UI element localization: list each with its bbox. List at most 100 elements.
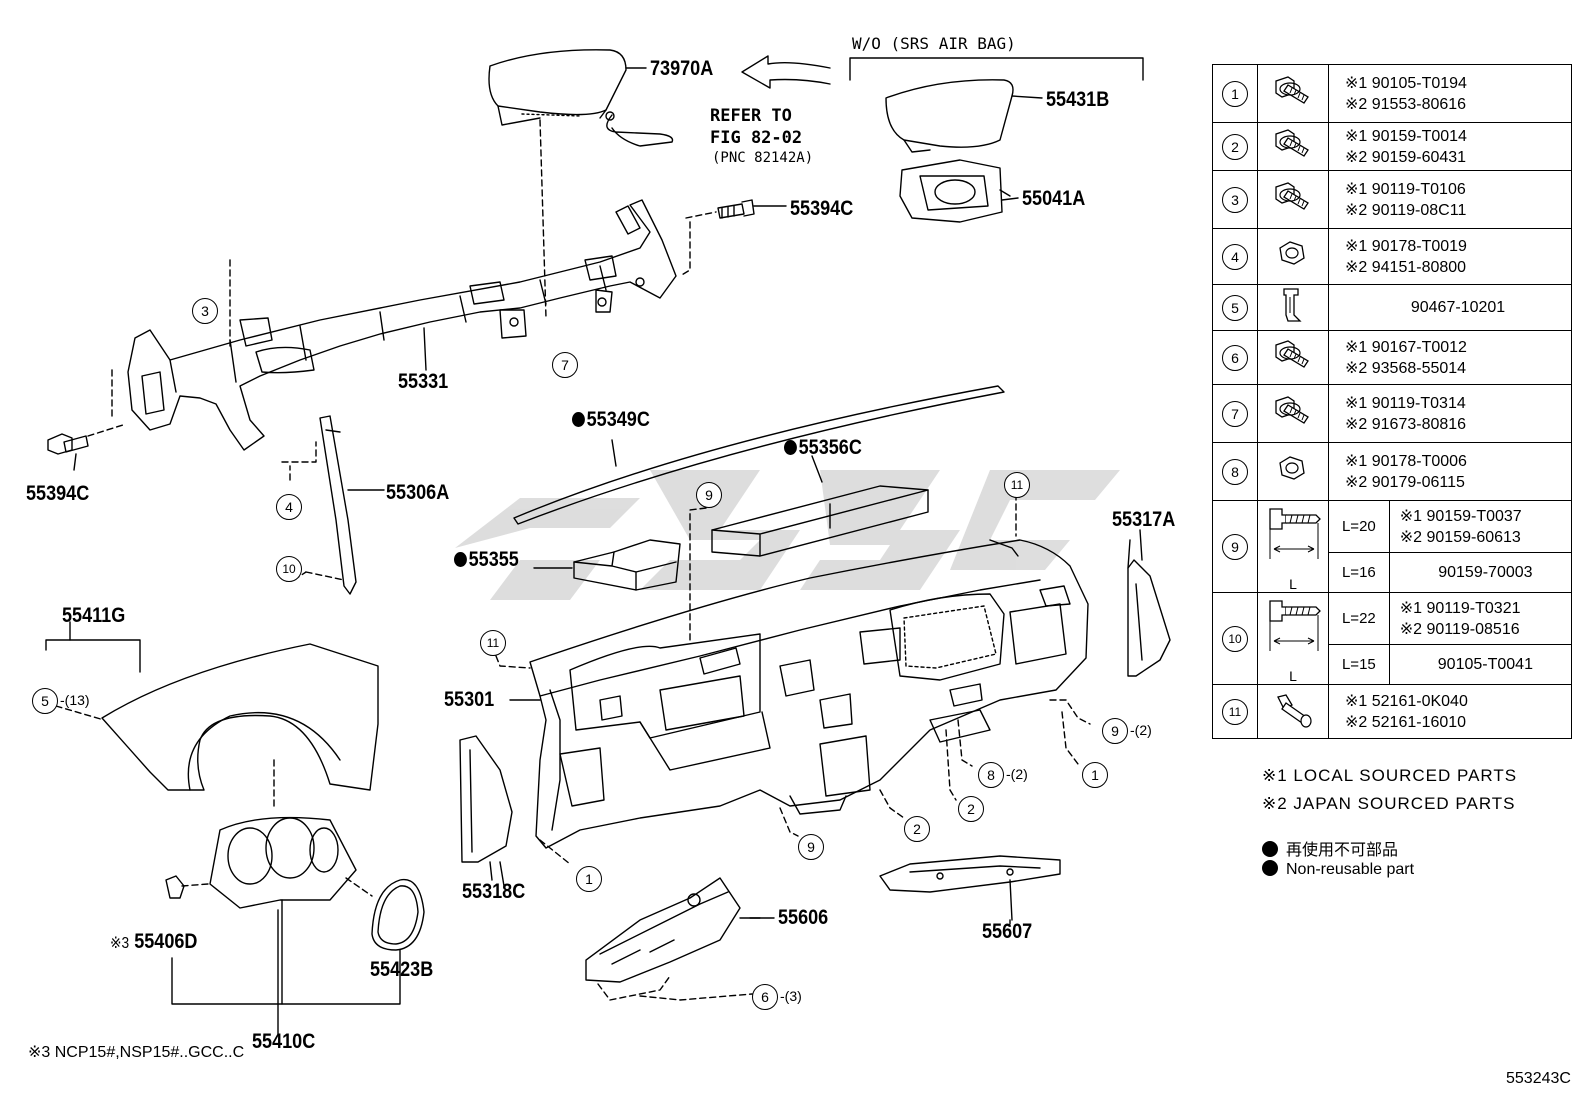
fastener-table: 1 ※1 90105-T0194※2 91553-80616 2 ※1 90159-T… [1212, 64, 1573, 739]
part-number-cell: 90159-70003 [1388, 552, 1573, 593]
fastener-row: 8※1 90178-T0006※2 90179-06115 [1212, 442, 1572, 501]
non-reusable-dot-icon [784, 440, 797, 455]
note-refer-1: REFER TO [710, 106, 792, 126]
fastener-icon-cell [1257, 170, 1329, 229]
marker-9-right: 9 [1102, 718, 1128, 744]
fastener-number-cell: 1 [1212, 64, 1258, 123]
fastener-icon-cell [1257, 64, 1329, 123]
fastener-number-cell: 5 [1212, 284, 1258, 331]
part-number: ※2 52161-16010 [1345, 713, 1467, 731]
fastener-number: 2 [1222, 133, 1248, 160]
fastener-number: 9 [1222, 533, 1248, 560]
fastener-row: 3 ※1 90119-T0106※2 90119-08C11 [1212, 170, 1572, 229]
part-number-cell: ※1 90119-T0314※2 91673-80816 [1328, 384, 1572, 443]
marker-2-mid: 2 [958, 796, 984, 822]
fastener-number-cell: 3 [1212, 170, 1258, 229]
side-panel-55317A [1127, 539, 1171, 677]
marker-5: 5 [32, 688, 58, 714]
meter-55410C [209, 816, 357, 909]
fastener-number: 3 [1222, 186, 1248, 213]
bracket-55607 [879, 855, 1061, 893]
nut-icon [1279, 241, 1305, 265]
part-number-cell: ※1 90159-T0037 ※2 90159-60613 [1388, 499, 1573, 554]
fastener-icon-cell [1257, 684, 1329, 739]
part-number: ※1 90159-T0014 [1345, 127, 1467, 145]
bolt-flange-icon [1275, 76, 1309, 104]
marker-7: 7 [552, 352, 578, 378]
fastener-icon-cell [1257, 442, 1329, 501]
callout-55394C-top: 55394C [790, 197, 854, 220]
nut-icon [1279, 456, 1305, 480]
fastener-icon-cell [1257, 228, 1329, 285]
wo-bracket [849, 57, 1144, 81]
legend-jp: 再使用不可部品 [1262, 836, 1398, 860]
part-number: ※2 94151-80800 [1345, 258, 1467, 276]
bolt-washer-icon [1275, 396, 1309, 424]
callout-55423B: 55423B [370, 958, 434, 981]
pad-55356C [711, 485, 929, 557]
marker-9-right-qty: -(2) [1130, 722, 1152, 738]
clip-icon [1283, 288, 1302, 322]
marker-11-left: 11 [480, 630, 506, 656]
part-number: ※1 90178-T0019 [1345, 237, 1467, 255]
airbag-73970A [488, 49, 627, 126]
bolt-washer-icon [1275, 129, 1309, 157]
callout-55349C: 55349C [572, 408, 650, 432]
non-reusable-dot-icon [1262, 860, 1278, 876]
callout-55356C: 55356C [784, 436, 862, 460]
part-number-cell: ※1 90105-T0194※2 91553-80616 [1328, 64, 1572, 123]
fastener-number: 8 [1222, 458, 1248, 485]
callout-73970A: 73970A [650, 57, 714, 80]
note-wo-srs: W/O (SRS AIR BAG) [852, 34, 1016, 53]
arrow-left-icon [741, 55, 831, 89]
reinforcement-55331 [127, 199, 677, 451]
fastener-row: 1 ※1 90105-T0194※2 91553-80616 [1212, 64, 1572, 123]
part-number: ※2 91673-80816 [1345, 415, 1467, 433]
callout-55394C-left: 55394C [26, 482, 90, 505]
part-number-cell: ※1 90178-T0019 ※2 94151-80800 [1328, 228, 1572, 285]
fastener-number: 6 [1222, 344, 1248, 371]
bolt-washer-icon [1275, 182, 1309, 210]
fastener-number: 11 [1222, 698, 1248, 725]
marker-8: 8 [978, 762, 1004, 788]
marker-6: 6 [752, 984, 778, 1010]
part-number: ※2 90159-60613 [1399, 528, 1521, 546]
fastener-number-cell: 6 [1212, 330, 1258, 385]
length-cell: L=20 [1328, 499, 1390, 554]
bolt-washer-icon [1275, 340, 1309, 368]
length-dim-label: L [1289, 576, 1297, 592]
part-number: ※1 90159-T0037 [1399, 507, 1522, 525]
fastener-icon-cell: L [1257, 500, 1329, 593]
fastener-number: 7 [1222, 400, 1248, 427]
part-number: ※1 90167-T0012 [1345, 338, 1467, 356]
marker-6-qty: -(3) [780, 988, 802, 1004]
fastener-number: 5 [1222, 294, 1248, 321]
part-number: ※1 90119-T0321 [1399, 599, 1521, 617]
callout-55306A: 55306A [386, 481, 450, 504]
side-panel-55318C [459, 735, 513, 881]
callout-55410C: 55410C [252, 1030, 316, 1053]
marker-1-right: 1 [1082, 762, 1108, 788]
marker-9-top: 9 [696, 482, 722, 508]
callout-55431B: 55431B [1046, 88, 1110, 111]
fastener-number: 1 [1222, 80, 1248, 107]
callout-55041A: 55041A [1022, 187, 1086, 210]
callout-55406D: ※3 55406D [110, 930, 198, 953]
fastener-row: 4※1 90178-T0019※2 94151-80800 [1212, 228, 1572, 285]
part-number: 90467-10201 [1410, 299, 1506, 316]
cluster-panel-55411G [101, 643, 379, 791]
fastener-icon-cell [1257, 122, 1329, 171]
marker-4: 4 [276, 494, 302, 520]
figure-code: 553243C [1506, 1070, 1571, 1087]
part-number-cell: ※1 90119-T0106※2 90119-08C11 [1328, 170, 1572, 229]
callout-55301: 55301 [444, 688, 495, 711]
part-number-cell: 90105-T0041 [1388, 644, 1573, 685]
callout-55331: 55331 [398, 370, 449, 393]
bolt-length-icon [1269, 508, 1321, 559]
fastener-icon-cell: L [1257, 592, 1329, 685]
footnote-3: ※3 NCP15#,NSP15#..GCC..C [28, 1044, 245, 1061]
fastener-number: 10 [1222, 625, 1248, 652]
